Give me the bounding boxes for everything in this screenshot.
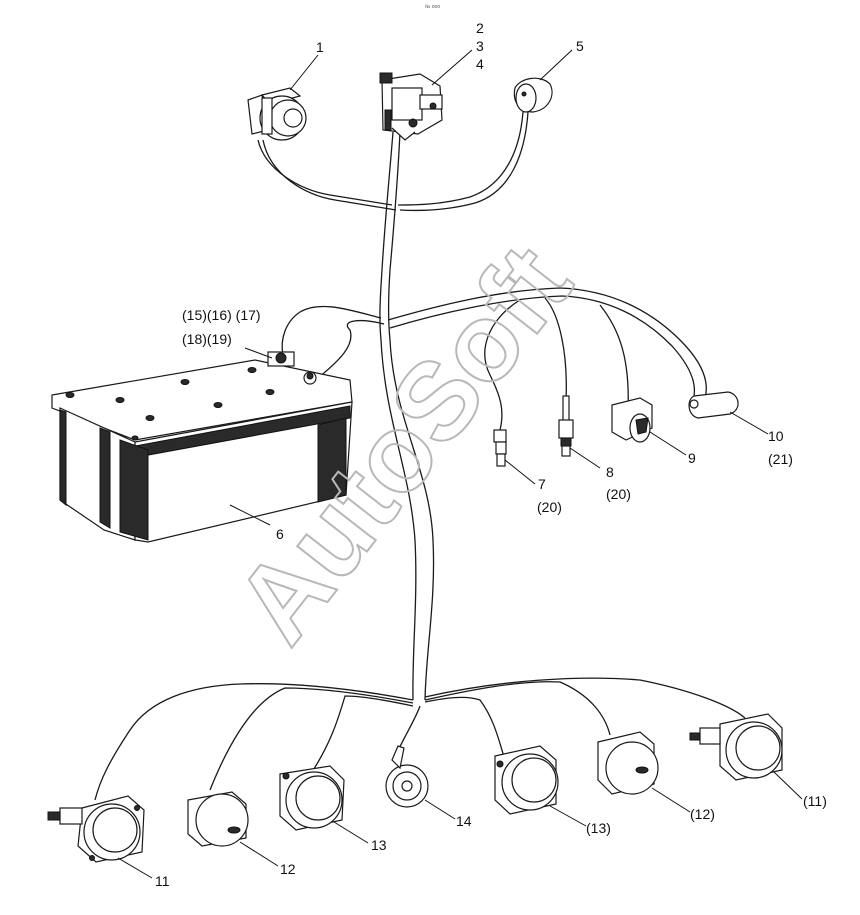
wire-to-part-1 (257, 139, 393, 206)
callout-1: 1 (316, 39, 324, 55)
wire-to-part-7 (484, 299, 521, 431)
part-2-3-4-switch-block (379, 72, 443, 141)
callout-14: 14 (456, 813, 472, 829)
wire-to-right-12 (424, 681, 611, 736)
callout-terminal-line1: (15)(16) (17) (182, 307, 261, 323)
wire-to-left-12 (209, 687, 414, 791)
callout-12-left: 12 (280, 861, 296, 877)
wire-to-left-11 (94, 683, 414, 801)
wire-to-part-10b (389, 295, 696, 401)
wire-to-battery-terminal-b (317, 319, 385, 379)
part-11-left-chamber (47, 795, 145, 863)
top-mark: № ооо (425, 4, 440, 10)
part-11-right-chamber (689, 713, 783, 781)
callout-2: 2 (476, 20, 484, 36)
callout-6: 6 (276, 526, 284, 542)
callout-13-left: 13 (371, 837, 387, 853)
wire-to-part-10 (387, 287, 707, 399)
callout-11-left: 11 (155, 873, 170, 889)
part-12-right-chamber (597, 731, 659, 795)
callout-3: 3 (476, 38, 484, 54)
part-12-left-chamber (187, 791, 249, 847)
callout-8: 8 (606, 464, 614, 480)
callout-8-sub: (20) (606, 486, 631, 502)
callout-4: 4 (476, 56, 484, 72)
callout-5: 5 (576, 38, 584, 54)
wire-to-part-1b (262, 139, 397, 211)
wire-to-right-13 (424, 696, 506, 761)
wire-to-right-11 (424, 677, 746, 719)
callout-7-sub: (20) (537, 499, 562, 515)
callout-12-right: (12) (690, 806, 715, 822)
callout-9: 9 (688, 450, 696, 466)
wire-to-left-13 (309, 695, 414, 776)
wire-to-part-5 (397, 111, 524, 206)
callout-13-right: (13) (586, 820, 611, 836)
part-9-rotary-switch (611, 397, 653, 443)
part-1-actuator (247, 87, 307, 141)
part-6-battery (51, 351, 353, 543)
wire-harness (94, 111, 746, 801)
part-8-sensor (558, 395, 574, 457)
callout-10: 10 (768, 428, 784, 444)
callout-7: 7 (538, 476, 546, 492)
main-trunk-left (379, 131, 417, 701)
part-14-horn (385, 745, 429, 808)
callout-terminal-line2: (18)(19) (182, 331, 232, 347)
part-13-left-chamber (279, 765, 345, 831)
wire-to-part-9 (599, 304, 629, 411)
callout-10-sub: (21) (768, 451, 793, 467)
part-13-right-chamber (494, 745, 559, 815)
part-10-plug (688, 391, 739, 419)
wire-to-part-5b (399, 111, 529, 212)
part-7-switch (493, 429, 507, 467)
main-trunk-right (387, 131, 435, 701)
wire-to-battery-terminal (281, 305, 382, 356)
part-5-connector (513, 77, 553, 113)
wire-to-part-8 (544, 297, 567, 401)
leader-lines (117, 49, 803, 879)
callout-11-right: (11) (803, 793, 827, 809)
